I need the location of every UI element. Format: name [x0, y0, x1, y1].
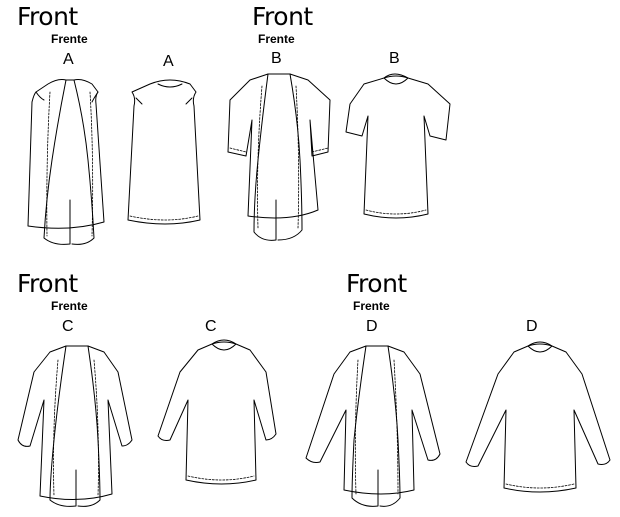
view-a-back-drawing — [127, 79, 201, 225]
view-c-back-letter: C — [205, 318, 217, 335]
group-b-subtitle: Frente — [258, 32, 295, 46]
view-b-back-drawing — [345, 73, 451, 219]
group-c-subtitle: Frente — [51, 299, 88, 313]
view-b-back-letter: B — [389, 50, 400, 67]
view-d-front-drawing — [305, 345, 441, 507]
group-c-title: Front — [17, 269, 78, 298]
view-c-back-drawing — [157, 339, 277, 485]
view-d-back-letter: D — [526, 318, 538, 335]
group-d-subtitle: Frente — [353, 299, 390, 313]
group-d-title: Front — [346, 269, 407, 298]
group-a-title: Front — [17, 2, 78, 31]
view-d-back-drawing — [465, 341, 611, 493]
view-a-front-drawing — [27, 79, 105, 245]
view-a-front-letter: A — [63, 51, 74, 68]
view-b-front-letter: B — [271, 50, 282, 67]
view-a-back-letter: A — [163, 53, 174, 70]
view-d-front-letter: D — [366, 318, 378, 335]
view-c-front-drawing — [17, 345, 133, 507]
group-b-title: Front — [252, 2, 313, 31]
view-c-front-letter: C — [62, 318, 74, 335]
group-a-subtitle: Frente — [51, 32, 88, 46]
view-b-front-drawing — [227, 73, 331, 241]
